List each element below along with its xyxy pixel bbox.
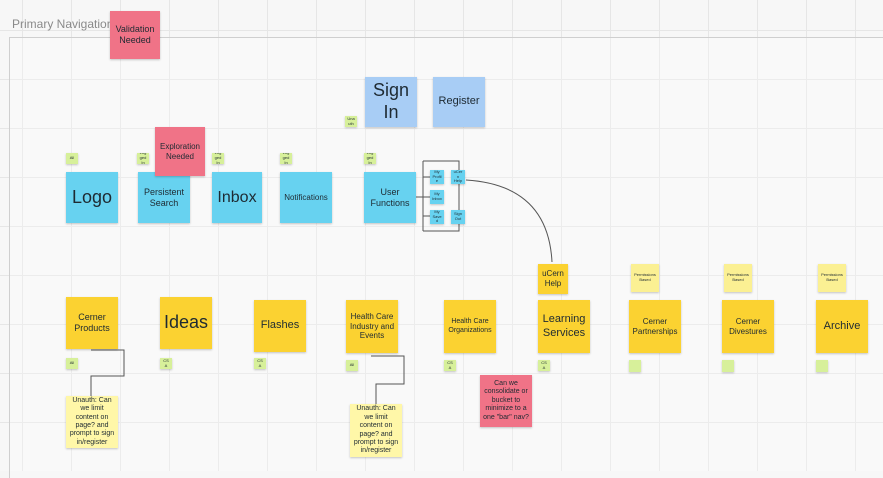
archive-note[interactable]: Archive: [816, 300, 868, 353]
inbox-logged-tag[interactable]: Logged In: [212, 153, 224, 164]
health-care-organizations-note[interactable]: Health Care Organizations: [444, 300, 496, 353]
notifications-logged-tag[interactable]: Logged In: [280, 153, 292, 164]
archive-permissions-tag[interactable]: Permissions Based: [818, 264, 846, 292]
sign-in-note[interactable]: Sign In: [365, 77, 417, 127]
search-logged-tag[interactable]: Logged In: [137, 153, 149, 164]
my-inbox-subitem[interactable]: My Inbox: [430, 190, 444, 204]
learning-csa-tag[interactable]: CSA: [538, 360, 550, 371]
partnerships-permissions-tag[interactable]: Permissions Based: [631, 264, 659, 292]
persistent-search-note[interactable]: Persistent Search: [138, 172, 190, 223]
archive-green-tag[interactable]: [816, 360, 828, 372]
unauth-products-question-note[interactable]: Unauth: Can we limit content on page? an…: [66, 396, 118, 448]
notifications-note[interactable]: Notifications: [280, 172, 332, 223]
organizations-csa-tag[interactable]: CSA: [444, 360, 456, 371]
cerner-divestures-note[interactable]: Cerner Divestures: [722, 300, 774, 353]
divestures-permissions-tag[interactable]: Permissions Based: [724, 264, 752, 292]
frame-title: Primary Navigation: [12, 17, 114, 31]
health-care-industry-note[interactable]: Health Care Industry and Events: [346, 300, 398, 353]
consolidate-question-note[interactable]: Can we consolidate or bucket to minimize…: [480, 375, 532, 427]
ideas-csa-tag[interactable]: CSA: [160, 358, 172, 369]
flashes-csa-tag[interactable]: CSA: [254, 358, 266, 369]
logo-note[interactable]: Logo: [66, 172, 118, 223]
divestures-green-tag[interactable]: [722, 360, 734, 372]
exploration-needed-note[interactable]: Exploration Needed: [155, 127, 205, 176]
sign-out-subitem[interactable]: Sign Out: [451, 210, 465, 224]
flashes-note[interactable]: Flashes: [254, 300, 306, 352]
inbox-note[interactable]: Inbox: [212, 172, 262, 223]
user-functions-note[interactable]: User Functions: [364, 172, 416, 223]
ucern-help-note[interactable]: uCern Help: [538, 264, 568, 294]
unauth-industry-question-note[interactable]: Unauth: Can we limit content on page? an…: [350, 404, 402, 457]
products-all-tag[interactable]: All: [66, 358, 78, 369]
register-note[interactable]: Register: [433, 77, 485, 127]
ideas-note[interactable]: Ideas: [160, 297, 212, 349]
cerner-products-note[interactable]: Cerner Products: [66, 297, 118, 349]
unauth-tag[interactable]: Unauth: [345, 116, 357, 127]
validation-needed-note[interactable]: Validation Needed: [110, 11, 160, 59]
partnerships-green-tag[interactable]: [629, 360, 641, 372]
user-functions-logged-tag[interactable]: Logged In: [364, 153, 376, 164]
my-profile-subitem[interactable]: My Profile: [430, 170, 444, 184]
my-saved-subitem[interactable]: My Saved: [430, 210, 444, 224]
ucern-help-subitem[interactable]: uCern Help: [451, 170, 465, 184]
learning-services-note[interactable]: Learning Services: [538, 300, 590, 353]
industry-all-tag[interactable]: All: [346, 360, 358, 371]
logo-all-tag[interactable]: All: [66, 153, 78, 164]
cerner-partnerships-note[interactable]: Cerner Partnerships: [629, 300, 681, 353]
